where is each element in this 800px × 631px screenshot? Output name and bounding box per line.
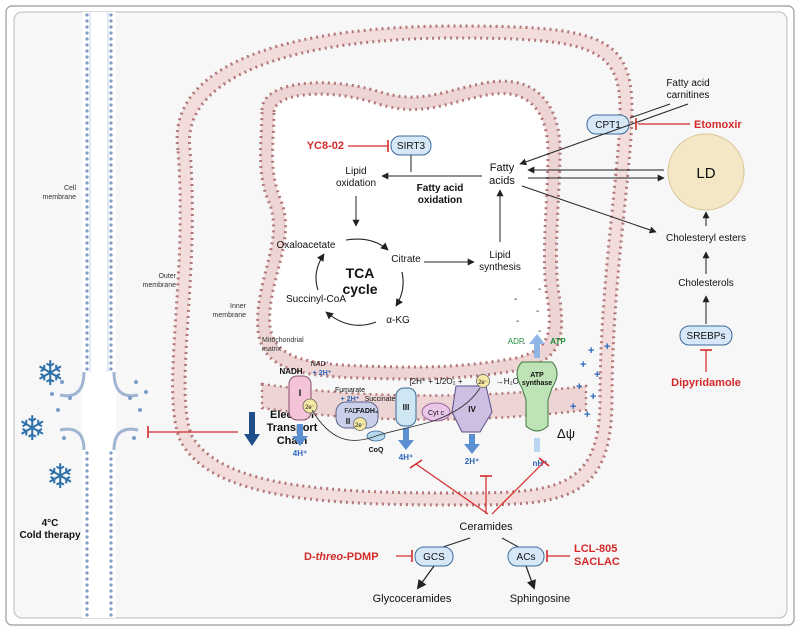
ceramides-label: Ceramides [459,521,513,533]
saclac-label: SACLAC [574,556,620,568]
svg-text:+ 2H⁺: + 2H⁺ [341,396,360,403]
ceramides-inhibition-lines [409,457,550,515]
delta-psi-label: Δψ [557,426,575,441]
complex-i-4h-label: 4H⁺ [293,449,307,458]
sirt3-label: SIRT3 [397,141,426,152]
svg-text:-: - [538,284,541,295]
atp-label: ATP [550,337,566,346]
cyt-c [421,402,451,422]
fa-to-ce-arrow [521,185,657,234]
cholesterols-label: Cholesterols [678,278,734,289]
complex-iii [395,387,417,427]
svg-text:-: - [538,326,541,337]
complex-i-2h-label: + 2H⁺ [313,370,332,377]
svg-text:+: + [594,369,600,381]
svg-text:2e⁻: 2e⁻ [355,423,365,429]
oxygen-reaction-label: [2H⁺ + 1/2O₂ + [409,377,462,386]
etc-complexes: I 2e⁻ NADH NAD⁺ + 2H⁺ 4H⁺ II FAD FADH₂ 2… [260,334,588,468]
lcl805-label: LCL-805 [574,543,617,555]
svg-text:2e⁻: 2e⁻ [305,405,315,411]
etomoxir-label: Etomoxir [694,119,742,131]
complex-iv-2h-label: 2H⁺ [465,457,479,466]
glycoceramides-label: Glycoceramides [373,593,452,605]
svg-text:+: + [588,345,594,357]
akg-label: α-KG [386,315,410,326]
citrate-label: Citrate [391,254,421,265]
etc-down-arrow [244,412,260,446]
yc802-label: YC8-02 [307,140,344,152]
succinyl-coa-label: Succinyl-CoA [286,294,346,305]
acs-to-sphingosine-arrow [525,565,536,590]
cpt1-label: CPT1 [595,120,621,131]
membrane-charges: --- --- [514,284,541,349]
oxaloacetate-label: Oxaloacetate [277,240,336,251]
svg-text:❄: ❄ [36,355,65,393]
nadh-label: NADH [279,367,302,376]
dipyridamole-label: Dipyridamole [671,377,741,389]
svg-text:-: - [536,306,539,317]
nad-label: NAD⁺ [311,361,330,368]
svg-text:❄: ❄ [46,458,75,496]
tca-cycle-arrows [315,238,404,326]
svg-text:+: + [576,381,582,393]
svg-text:+: + [584,409,590,421]
atp-synthase [516,361,558,432]
svg-text:Cyt c: Cyt c [428,410,444,417]
gcs-to-glycoceramides-arrow [416,565,435,590]
svg-text:+: + [604,341,610,353]
cell-membrane [50,12,148,618]
carnitine-line [629,103,671,119]
svg-text:❄: ❄ [18,410,47,448]
snowflake-icon: ❄ ❄ ❄ [18,355,75,496]
water-label: →H₂O± 2] [496,377,532,386]
srebps-label: SREBPs [687,331,726,342]
svg-text:FAD: FAD [344,408,358,415]
svg-text:-: - [516,316,519,327]
svg-text:+: + [570,401,576,413]
srebps-box [679,325,733,346]
proton-charges: ++++ ++++ [570,341,610,421]
complex-i [288,375,312,421]
svg-text:I: I [299,388,302,398]
lipid-droplet [667,133,745,211]
mitochondrial-matrix [268,92,551,369]
nh-label: nH⁺ [533,459,548,468]
adp-label: ADP [508,337,524,346]
d-threo-pdmp-label: D-threo-PDMP [304,551,379,563]
svg-text:+: + [590,391,596,403]
svg-text:2e⁻: 2e⁻ [478,380,488,386]
sphingosine-label: Sphingosine [510,593,571,605]
svg-text:CoQ: CoQ [369,447,384,454]
cholesteryl-esters-label: Cholesteryl esters [666,233,746,244]
carnitines-to-fa-arrow [519,103,689,166]
svg-text:-: - [522,338,525,349]
complex-iii-4h-label: 4H⁺ [399,453,413,462]
acs-label: ACs [517,552,536,563]
fumarate-label: Fumarate [335,387,365,394]
svg-text:III: III [403,403,410,412]
ld-label: LD [696,165,715,182]
svg-text:+: + [580,359,586,371]
svg-text:FADH₂: FADH₂ [356,408,378,415]
svg-text:-: - [514,294,517,305]
svg-text:IV: IV [468,405,476,414]
svg-text:II: II [346,417,350,426]
succinate-label: Succinate [365,396,396,403]
gcs-label: GCS [423,552,445,563]
